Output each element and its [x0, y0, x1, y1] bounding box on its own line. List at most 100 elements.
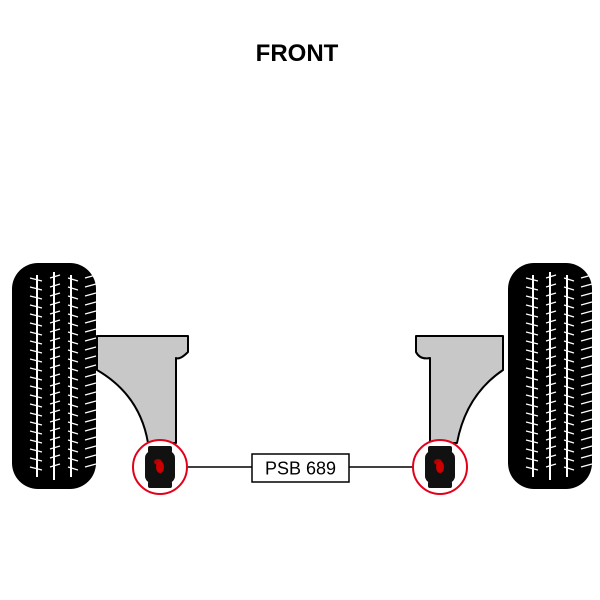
tyre-sipe: [29, 439, 43, 444]
tyre-sipe: [29, 376, 43, 381]
tyre-sipe: [49, 328, 61, 333]
tyre-sipe: [525, 403, 539, 408]
tyre-sipe: [563, 349, 575, 354]
tyre-sipe: [563, 448, 575, 453]
right-wheel: [508, 263, 593, 489]
tyre-sipe: [29, 349, 43, 354]
tyre-sipe: [563, 376, 575, 381]
tyre-sipe: [84, 382, 97, 387]
tyre-sipe: [67, 304, 79, 309]
tyre-sipe: [525, 385, 539, 390]
tyre-sipe: [525, 286, 539, 291]
tyre-sipe: [563, 358, 575, 363]
tyre-sipe: [29, 412, 43, 417]
tyre-sipe: [84, 319, 97, 324]
tyre-sipe: [49, 346, 61, 351]
tyre-sipe: [563, 403, 575, 408]
tyre-sipe: [29, 277, 43, 282]
left-control-arm: [96, 335, 189, 444]
left-bush-callout: [132, 439, 188, 495]
tyre-sipe: [29, 286, 43, 291]
tyre-sipe: [545, 364, 557, 369]
tyre-sipe: [67, 403, 79, 408]
tyre-sipe: [84, 418, 97, 423]
tyre-sipe: [545, 436, 557, 441]
tyre-sipe: [580, 292, 593, 297]
tyre-sipe: [49, 436, 61, 441]
tyre-sipe: [49, 418, 61, 423]
tyre-sipe: [29, 358, 43, 363]
tyre-sipe: [525, 340, 539, 345]
tyre-sipe: [67, 385, 79, 390]
tyre-sipe: [84, 310, 97, 315]
tyre-sipe: [545, 427, 557, 432]
tyre-sipe: [49, 400, 61, 405]
tyre-sipe: [49, 409, 61, 414]
tyre-sipe: [29, 466, 43, 471]
tyre-sipe: [580, 445, 593, 450]
tyre-sipe: [580, 319, 593, 324]
tyre-sipe: [545, 454, 557, 459]
tyre-sipe: [580, 301, 593, 306]
tyre-sipe: [545, 310, 557, 315]
tyre-sipe: [580, 409, 593, 414]
tyre-sipe: [29, 295, 43, 300]
tyre-sipe: [84, 463, 97, 468]
tyre-sipe: [84, 337, 97, 342]
right-tyre-sipes: [525, 274, 593, 471]
tyre-sipe: [67, 466, 79, 471]
tyre-sipe: [545, 283, 557, 288]
tyre-sipe: [67, 457, 79, 462]
tyre-sipe: [525, 367, 539, 372]
tyre-sipe: [545, 382, 557, 387]
tyre-sipe: [580, 274, 593, 279]
tyre-sipe: [67, 313, 79, 318]
tyre-sipe: [525, 376, 539, 381]
tyre-sipe: [49, 373, 61, 378]
tyre-sipe: [525, 295, 539, 300]
tyre-sipe: [29, 313, 43, 318]
tyre-sipe: [580, 436, 593, 441]
tyre-sipe: [580, 418, 593, 423]
tyre-sipe: [525, 457, 539, 462]
tyre-sipe: [84, 346, 97, 351]
tyre-sipe: [84, 409, 97, 414]
tyre-sipe: [67, 430, 79, 435]
part-label-box: PSB 689: [251, 453, 350, 483]
tyre-sipe: [545, 292, 557, 297]
tyre-sipe: [49, 310, 61, 315]
tyre-sipe: [84, 400, 97, 405]
tyre-sipe: [49, 427, 61, 432]
tyre-sipe: [545, 346, 557, 351]
tyre-sipe: [563, 421, 575, 426]
tyre-sipe: [525, 421, 539, 426]
tyre-sipe: [563, 313, 575, 318]
tyre-sipe: [580, 400, 593, 405]
tyre-sipe: [84, 301, 97, 306]
tyre-sipe: [563, 295, 575, 300]
tyre-sipe: [545, 328, 557, 333]
diagram-title: FRONT: [256, 40, 339, 67]
tyre-sipe: [49, 445, 61, 450]
tyre-sipe: [545, 373, 557, 378]
tyre-sipe: [49, 283, 61, 288]
tyre-sipe: [525, 466, 539, 471]
tyre-sipe: [563, 457, 575, 462]
tyre-sipe: [49, 274, 61, 279]
tyre-sipe: [67, 295, 79, 300]
tyre-sipe: [580, 283, 593, 288]
tyre-sipe: [29, 394, 43, 399]
tyre-sipe: [525, 322, 539, 327]
tyre-sipe: [29, 322, 43, 327]
tyre-sipe: [545, 337, 557, 342]
tyre-sipe: [67, 286, 79, 291]
tyre-sipe: [580, 382, 593, 387]
tyre-sipe: [29, 367, 43, 372]
left-bush-icon: [145, 446, 175, 488]
tyre-sipe: [49, 463, 61, 468]
tyre-sipe: [67, 331, 79, 336]
tyre-sipe: [563, 367, 575, 372]
tyre-sipe: [525, 439, 539, 444]
right-bush-callout: [412, 439, 468, 495]
tyre-sipe: [525, 313, 539, 318]
